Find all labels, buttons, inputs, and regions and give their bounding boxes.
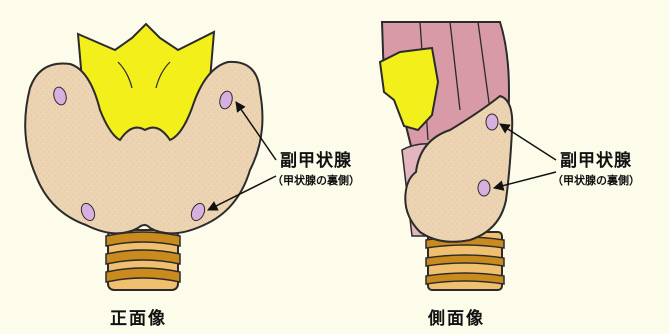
front-view — [25, 24, 276, 290]
side-parathyroid-lower — [478, 180, 490, 196]
side-parathyroid-sublabel: （甲状腺の裏側） — [552, 172, 640, 188]
side-view — [380, 22, 556, 290]
front-view-caption: 正面像 — [110, 304, 167, 329]
front-parathyroid-label: 副甲状腺 — [280, 146, 352, 171]
side-view-caption: 側面像 — [428, 304, 485, 329]
side-thyroid-cartilage — [380, 48, 438, 130]
side-parathyroid-upper — [486, 114, 498, 130]
side-parathyroid-label: 副甲状腺 — [560, 146, 632, 171]
front-trachea — [106, 230, 180, 290]
front-parathyroid-sublabel: （甲状腺の裏側） — [272, 172, 360, 188]
